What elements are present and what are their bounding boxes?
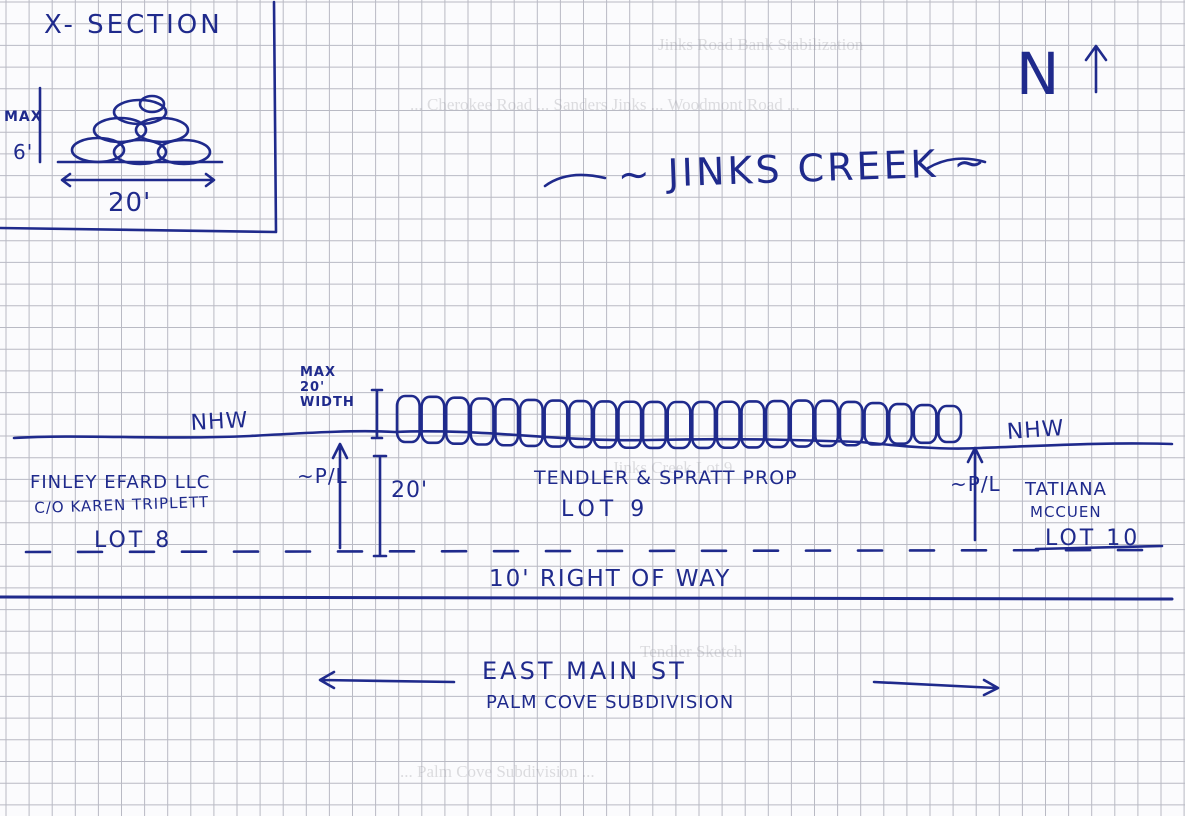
- property-line-left-label: ~P/L: [297, 464, 348, 488]
- lot-8-owner: FINLEY EFARD LLC: [30, 472, 211, 493]
- riprap-rock: [469, 397, 495, 446]
- cross-section-height-value: 6': [13, 140, 34, 164]
- cross-section-rock: [112, 138, 168, 166]
- background-print-line: ... Palm Cove Subdivision ...: [400, 762, 595, 781]
- lot-9-owner: TENDLER & SPRATT PROP: [534, 467, 798, 489]
- riprap-rock: [814, 399, 840, 448]
- cross-section-rock-pile: [70, 94, 212, 166]
- riprap-rock-row: [395, 394, 963, 450]
- right-of-way-label: 10' RIGHT OF WAY: [489, 566, 732, 592]
- riprap-rock: [789, 399, 815, 448]
- riprap-rock: [444, 396, 471, 445]
- street-arrow-left-icon: [318, 670, 456, 690]
- riprap-rock: [666, 400, 692, 450]
- setback-depth-bracket: [372, 454, 388, 558]
- cross-section-box: [0, 0, 278, 234]
- nhw-label-left: NHW: [190, 407, 249, 436]
- lot-9-number: LOT 9: [561, 497, 650, 522]
- lot-10-owner-first: TATIANA: [1025, 479, 1107, 500]
- creek-tilde-left: [543, 173, 607, 188]
- background-print-line: Tendler Sketch: [640, 642, 743, 661]
- riprap-rock: [592, 400, 618, 449]
- cross-section-rock: [156, 138, 212, 166]
- riprap-rock: [617, 400, 643, 450]
- riprap-rock: [838, 400, 864, 447]
- setback-depth-label: 20': [391, 478, 429, 503]
- north-arrow-icon: [1084, 44, 1108, 94]
- cross-section-rock: [138, 94, 166, 114]
- riprap-rock: [740, 400, 766, 449]
- riprap-rock: [912, 403, 938, 445]
- riprap-rock: [420, 395, 446, 445]
- riprap-rock: [518, 398, 544, 448]
- property-line-right-marker: [966, 446, 984, 542]
- riprap-rock: [937, 404, 963, 444]
- riprap-rock: [887, 402, 914, 445]
- creek-tilde-right: [926, 157, 987, 170]
- lot-8-number: LOT 8: [94, 528, 173, 553]
- cross-section-width-value: 20': [108, 188, 152, 218]
- nhw-label-right: NHW: [1006, 415, 1066, 445]
- lot-10-owner-last: MCCUEN: [1030, 503, 1102, 521]
- subdivision-name: PALM COVE SUBDIVISION: [486, 692, 735, 713]
- riprap-rock: [641, 400, 667, 450]
- street-arrow-right-icon: [872, 678, 1000, 697]
- north-letter: N: [1016, 40, 1061, 108]
- riprap-rock: [567, 399, 594, 449]
- riprap-rock: [764, 399, 791, 449]
- riprap-rock: [494, 397, 520, 447]
- riprap-rock: [863, 401, 889, 446]
- riprap-rock: [395, 394, 421, 444]
- street-name: EAST MAIN ST: [482, 657, 687, 685]
- cross-section-max-label: MAX: [4, 109, 43, 125]
- cross-section-title: X- SECTION: [44, 10, 223, 40]
- riprap-width-label: MAX 20' WIDTH: [300, 365, 355, 410]
- riprap-width-bracket: [370, 388, 384, 440]
- lot-10-number: LOT 10: [1045, 526, 1141, 551]
- right-of-way-line: [0, 595, 1174, 601]
- background-print-line: Jinks Road Bank Stabilization: [658, 35, 864, 54]
- riprap-rock: [715, 400, 741, 450]
- riprap-rock: [691, 400, 717, 450]
- riprap-rock: [543, 399, 569, 448]
- background-print-line: Jinks Creek Lot 9: [612, 458, 733, 477]
- cross-section-width-dimension: [60, 172, 216, 188]
- lot-10-underline: [1034, 544, 1164, 551]
- lot-boundary-dashed-line: [24, 548, 1162, 554]
- cross-section-rock: [92, 116, 148, 144]
- property-line-left-marker: [331, 442, 349, 550]
- background-print-line: ... Cherokee Road ... Sanders Jinks ... …: [410, 95, 800, 114]
- cross-section-rock: [134, 116, 190, 144]
- property-line-right-label: ~P/L: [950, 472, 1001, 496]
